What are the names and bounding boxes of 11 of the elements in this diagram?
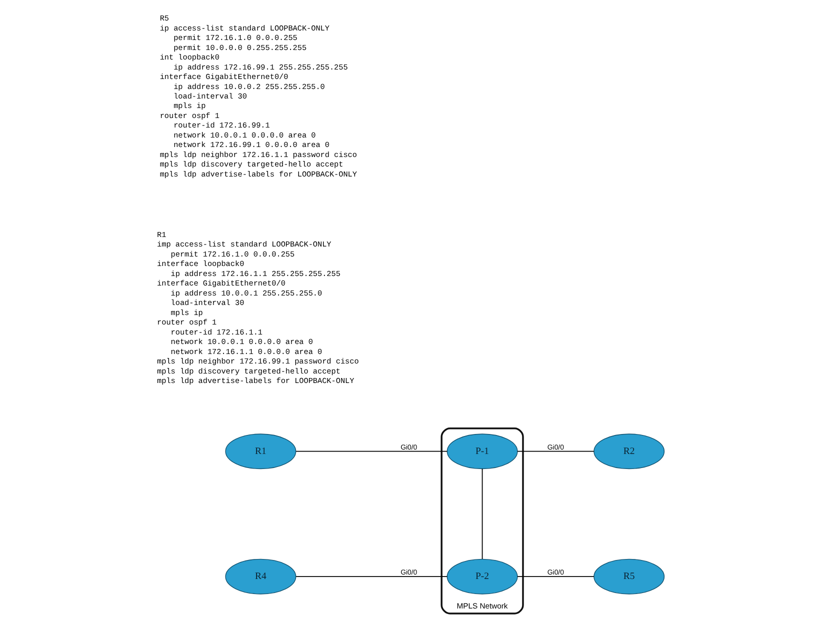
connector	[481, 468, 482, 560]
connector	[295, 576, 448, 578]
node-ellipse: R1	[224, 434, 296, 470]
connector	[295, 450, 448, 452]
node-ellipse: R2	[593, 434, 664, 470]
connector	[516, 450, 594, 452]
node-ellipse: R4	[224, 558, 296, 594]
connector	[516, 576, 594, 578]
node-ellipse: P-2	[446, 558, 518, 594]
node-ellipse: P-1	[446, 434, 518, 470]
node-ellipse: R5	[593, 558, 664, 594]
